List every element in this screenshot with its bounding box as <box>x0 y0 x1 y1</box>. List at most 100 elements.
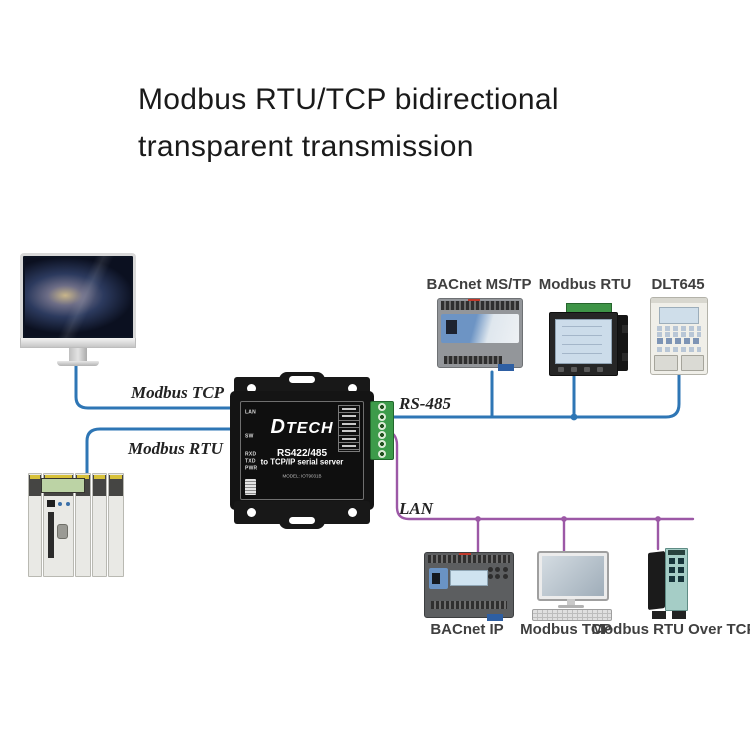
keypad <box>488 567 508 579</box>
dlt645-label: DLT645 <box>651 276 705 293</box>
meter-buttons <box>558 367 608 372</box>
ethernet-switch <box>648 547 694 619</box>
meter-cap <box>651 298 707 303</box>
meter-front-panel <box>549 312 618 376</box>
bacnet-ip-label: BACnet IP <box>430 621 504 638</box>
rxd-led-label: RXD <box>245 451 257 457</box>
rs485-junction-dot <box>570 413 578 421</box>
pc-monitor-frame <box>537 551 609 601</box>
display-window <box>432 573 440 584</box>
bacnet-mstp-label: BACnet MS/TP <box>426 276 532 293</box>
screen-glare <box>23 256 133 338</box>
plc-ethernet-port <box>47 500 55 507</box>
gateway-faceplate: LAN SW RXD TXD PWR DTECH RS422/485 to TC… <box>240 401 364 500</box>
mounting-fin <box>622 353 628 361</box>
switch-connectors <box>652 611 686 619</box>
rs485-terminal-block <box>370 401 394 460</box>
display-window <box>446 320 457 334</box>
modbus-tcp-line <box>74 348 232 410</box>
pc-screen <box>542 556 604 596</box>
bacnet-ip-controller <box>424 552 514 621</box>
pc-monitor-stand <box>567 599 575 605</box>
lan-junction-dot-1 <box>475 516 481 522</box>
mounting-flange-bottom <box>234 501 370 529</box>
pc-keyboard <box>532 609 612 621</box>
mounting-tab <box>279 513 325 529</box>
network-tab <box>487 614 503 621</box>
meter-lcd-display <box>555 319 612 364</box>
modbus-tcp-label: Modbus TCP <box>131 383 225 402</box>
monitor-screen <box>20 253 136 338</box>
modbus-rtu-power-meter <box>549 303 629 376</box>
bacnet-mstp-controller <box>437 298 523 371</box>
switch-top-cap <box>668 550 685 555</box>
product-name: RS422/485 to TCP/IP serial server <box>241 448 363 469</box>
switch-front-panel <box>665 548 688 611</box>
plc-module <box>91 473 108 577</box>
plc-module <box>28 473 42 577</box>
plc-led <box>58 502 62 506</box>
plc-connector-strip <box>48 512 54 558</box>
monitor-base <box>57 361 99 366</box>
screw-hole <box>348 508 357 517</box>
switch-side-panel <box>648 550 665 611</box>
controller-lcd <box>450 570 488 586</box>
serial-server-gateway: LAN SW RXD TXD PWR DTECH RS422/485 to TC… <box>228 372 396 529</box>
page-title: Modbus RTU/TCP bidirectional transparent… <box>138 76 559 170</box>
modbus-tcp-computer <box>531 551 612 621</box>
lan-label: LAN <box>399 499 433 518</box>
title-line-2: transparent transmission <box>138 130 474 163</box>
label-row <box>657 326 701 331</box>
label-row <box>657 332 701 337</box>
label-row <box>657 347 701 352</box>
pc-monitor-base <box>558 605 584 608</box>
txd-led-label: TXD <box>245 458 256 464</box>
terminal-row <box>431 601 507 609</box>
ethernet-ports <box>669 558 684 582</box>
network-tab <box>498 364 514 371</box>
mounting-fin <box>622 325 628 333</box>
barcode-sticker <box>245 479 256 495</box>
screw-hole <box>348 384 357 393</box>
brand-logo: DTECH <box>270 416 334 438</box>
terminal-row <box>441 301 519 310</box>
modbus-rtu-over-tcp-label: Modbus RTU Over TCP <box>591 621 750 638</box>
terminal-covers <box>654 355 704 371</box>
plc-serial-port <box>57 524 68 539</box>
plc-module <box>108 473 125 577</box>
rs485-label: RS-485 <box>399 394 451 413</box>
terminal-pin-table <box>338 405 360 452</box>
plc-lcd-display <box>41 478 85 493</box>
rs485-bus-line <box>392 370 681 419</box>
product-line-2: to TCP/IP serial server <box>260 458 344 467</box>
plc-rack <box>28 473 125 577</box>
plc-led <box>66 502 70 506</box>
screw-hole <box>247 508 256 517</box>
led-labels: RXD TXD PWR <box>245 452 270 473</box>
lan-junction-dot-3 <box>655 516 661 522</box>
monitor-stand <box>69 348 87 361</box>
terminal-row <box>428 555 510 563</box>
mounting-tab <box>279 372 325 388</box>
meter-buttons <box>657 338 701 344</box>
energy-meter-lcd <box>659 307 699 324</box>
desktop-monitor <box>20 253 136 366</box>
modbus-rtu-line <box>85 427 232 476</box>
modbus-rtu-device-label: Modbus RTU <box>538 276 632 293</box>
sw-port-label: SW <box>245 433 254 439</box>
lan-bus-line <box>384 428 695 521</box>
modbus-tcp-device-label: Modbus TCP <box>520 621 612 638</box>
lan-port-label: LAN <box>245 409 257 415</box>
screw-hole <box>247 384 256 393</box>
modbus-rtu-label: Modbus RTU <box>128 439 223 458</box>
galaxy-wallpaper <box>25 258 131 336</box>
terminal-row <box>444 356 502 364</box>
model-number: MODEL: IOT9031B <box>282 473 322 479</box>
title-line-1: Modbus RTU/TCP bidirectional <box>138 83 559 116</box>
plc-module <box>75 473 91 577</box>
lan-junction-dot-2 <box>561 516 567 522</box>
dlt645-energy-meter <box>650 297 708 375</box>
product-line-1: RS422/485 <box>276 448 328 459</box>
